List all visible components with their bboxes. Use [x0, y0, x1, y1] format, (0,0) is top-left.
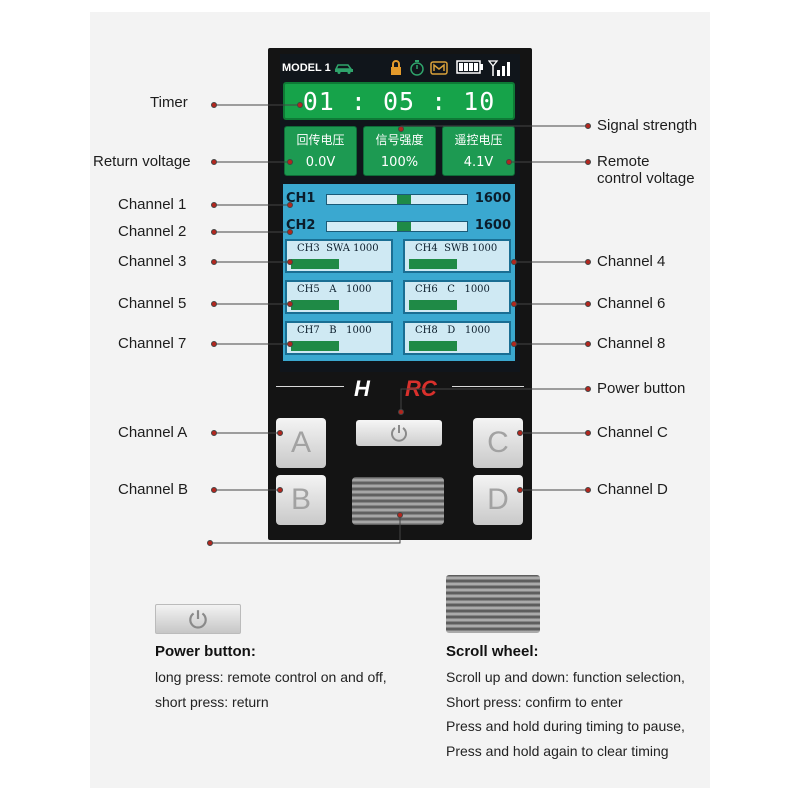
callout-channel-3: Channel 3 — [118, 253, 187, 270]
stopwatch-icon — [409, 60, 425, 80]
callout-power-button: Power button — [597, 380, 686, 397]
brand-divider-left — [276, 386, 344, 387]
channel-2-fill — [397, 222, 411, 231]
return-voltage-value: 0.0V — [305, 155, 336, 170]
wheel-desc-line: Scroll up and down: function selection, — [446, 669, 685, 685]
channel-6-fill — [409, 300, 457, 310]
wheel-desc-line: Press and hold during timing to pause, — [446, 718, 685, 734]
callout-channel-6: Channel 6 — [597, 295, 666, 312]
power-button[interactable] — [356, 420, 442, 446]
callout-remote-voltage-line1: Remote — [597, 153, 650, 170]
channel-4-text: CH4 SWB 1000 — [415, 243, 498, 254]
key-a-button[interactable]: A — [276, 418, 326, 468]
power-button-description: long press: remote control on and off, s… — [155, 665, 387, 714]
scroll-wheel-title: Scroll wheel: — [446, 643, 539, 660]
callout-channel-1: Channel 1 — [118, 196, 187, 213]
channel-4-box: CH4 SWB 1000 — [403, 239, 511, 273]
channel-5-fill — [291, 300, 339, 310]
return-voltage-box: 回传电压 0.0V — [284, 126, 357, 176]
channel-7-fill — [291, 341, 339, 351]
scroll-wheel-illustration — [446, 575, 540, 633]
power-icon — [391, 425, 407, 442]
status-bar: MODEL 1 — [282, 60, 518, 80]
channel-2-value: 1600 — [474, 218, 511, 233]
channel-3-fill — [291, 259, 339, 269]
channel-4-fill — [409, 259, 457, 269]
callout-channel-b: Channel B — [118, 481, 189, 498]
signal-strength-value: 100% — [380, 155, 419, 170]
brand-divider-right — [452, 386, 524, 387]
channel-2-row: CH2 1600 — [283, 216, 515, 236]
callout-channel-c: Channel C — [597, 424, 668, 441]
channel-8-text: CH8 D 1000 — [415, 325, 491, 336]
channel-7-text: CH7 B 1000 — [297, 325, 372, 336]
channel-1-value: 1600 — [474, 191, 511, 206]
channel-8-fill — [409, 341, 457, 351]
channel-6-box: CH6 C 1000 — [403, 280, 511, 314]
channel-3-box: CH3 SWA 1000 — [285, 239, 393, 273]
brand-logo-h: H — [354, 376, 370, 401]
channel-8-box: CH8 D 1000 — [403, 321, 511, 355]
callout-channel-5: Channel 5 — [118, 295, 187, 312]
callout-signal-strength: Signal strength — [597, 117, 698, 134]
channel-1-name: CH1 — [286, 191, 316, 206]
remote-voltage-box: 遥控电压 4.1V — [442, 126, 515, 176]
m-mode-icon — [430, 60, 448, 80]
channel-7-box: CH7 B 1000 — [285, 321, 393, 355]
channel-1-bar — [326, 194, 468, 205]
channel-2-name: CH2 — [286, 218, 316, 233]
signal-strength-box: 信号强度 100% — [363, 126, 436, 176]
callout-timer: Timer — [150, 94, 188, 111]
channel-panel: CH1 1600 CH2 1600 CH3 SWA 1000 CH4 SWB 1… — [283, 184, 515, 361]
channel-1-fill — [397, 195, 411, 204]
callout-channel-2: Channel 2 — [118, 223, 187, 240]
key-c-button[interactable]: C — [473, 418, 523, 468]
channel-6-text: CH6 C 1000 — [415, 284, 490, 295]
key-b-button[interactable]: B — [276, 475, 326, 525]
channel-5-box: CH5 A 1000 — [285, 280, 393, 314]
power-desc-line: short press: return — [155, 693, 269, 710]
power-button-illustration — [155, 604, 241, 634]
callout-channel-8: Channel 8 — [597, 335, 666, 352]
model-name: MODEL 1 — [282, 62, 331, 74]
wheel-desc-line: Press and hold again to clear timing — [446, 742, 669, 759]
wheel-desc-line: Short press: confirm to enter — [446, 693, 623, 710]
return-voltage-label: 回传电压 — [296, 133, 345, 147]
power-desc-line: long press: remote control on and off, — [155, 669, 387, 685]
car-icon — [334, 60, 354, 78]
channel-2-bar — [326, 221, 468, 232]
remote-voltage-value: 4.1V — [463, 155, 494, 170]
timer-display: 01 : 05 : 10 — [283, 82, 515, 120]
signal-strength-label: 信号强度 — [375, 133, 424, 147]
callout-channel-a: Channel A — [118, 424, 188, 441]
callout-channel-d: Channel D — [597, 481, 668, 498]
channel-3-text: CH3 SWA 1000 — [297, 243, 379, 254]
callout-remote-voltage-line2: control voltage — [597, 170, 695, 187]
lock-icon — [390, 60, 402, 80]
channel-5-text: CH5 A 1000 — [297, 284, 372, 295]
callout-channel-4: Channel 4 — [597, 253, 666, 270]
power-button-title: Power button: — [155, 643, 256, 660]
key-d-button[interactable]: D — [473, 475, 523, 525]
power-icon — [189, 610, 207, 629]
channel-1-row: CH1 1600 — [283, 189, 515, 209]
callout-channel-7: Channel 7 — [118, 335, 187, 352]
remote-voltage-label: 遥控电压 — [454, 133, 503, 147]
signal-icon — [487, 60, 512, 80]
scroll-wheel-description: Scroll up and down: function selection, … — [446, 665, 685, 763]
battery-icon — [456, 60, 484, 78]
callout-return-voltage: Return voltage — [93, 153, 191, 170]
